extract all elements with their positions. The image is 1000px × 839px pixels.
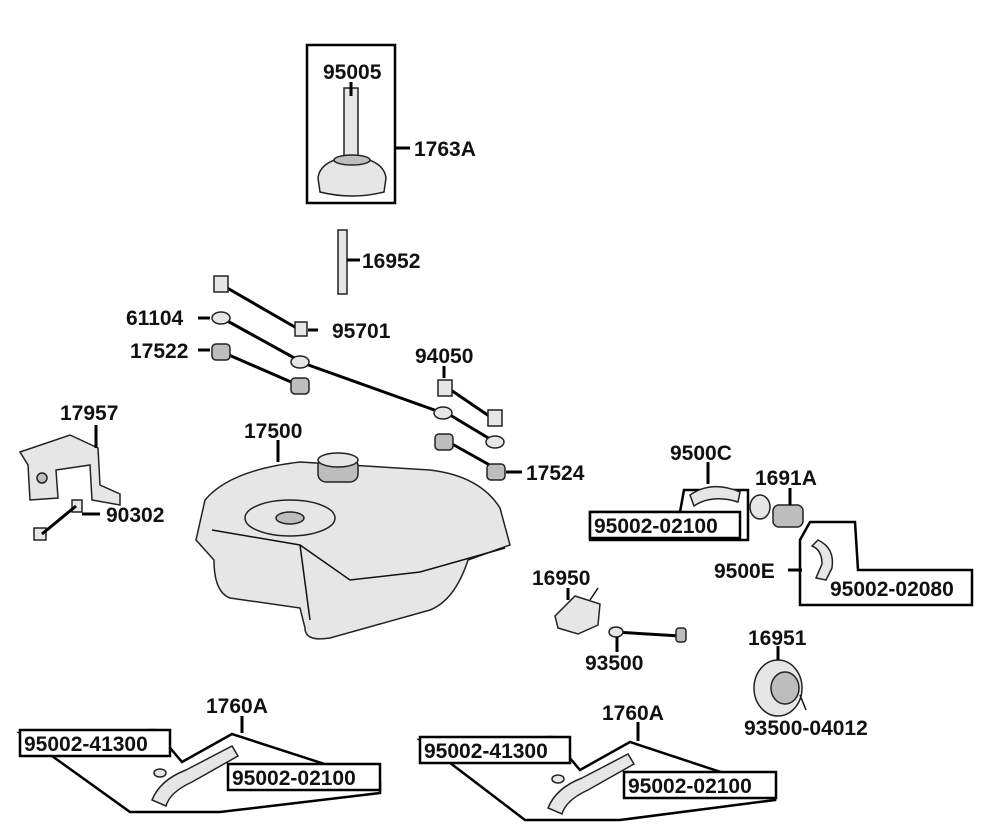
screw-93500	[608, 626, 624, 638]
label-16952: 16952	[362, 250, 420, 273]
hose-9500E	[810, 539, 834, 581]
fuel-cap	[317, 155, 387, 197]
bracket-17957	[18, 434, 121, 506]
label-61104: 61104	[126, 307, 184, 330]
label-17522: 17522	[130, 340, 188, 363]
label-17524: 17524	[526, 462, 585, 485]
label-95002-02100-a: 95002-02100	[594, 515, 718, 538]
screw-head	[675, 627, 687, 643]
label-1760A-left: 1760A	[206, 695, 268, 718]
fuel-cock-16950	[554, 595, 601, 635]
mounting-hardware-group: 61104 17522 95701 94050 17524	[126, 275, 585, 485]
grommet-mid	[290, 377, 310, 395]
bolt-head-left	[213, 275, 229, 293]
label-17500: 17500	[244, 420, 302, 443]
label-9500E: 9500E	[714, 560, 775, 583]
label-95701: 95701	[332, 320, 391, 343]
fuel-sender-group: 16951 93500-04012	[744, 627, 868, 740]
label-95002-41300-right: 95002-41300	[424, 740, 548, 763]
label-93500-04012: 93500-04012	[744, 717, 868, 740]
hose-9500C	[689, 486, 741, 508]
label-95002-02080: 95002-02080	[830, 578, 954, 601]
fuel-tank-group: 17500	[195, 420, 511, 640]
washer-61104	[211, 311, 231, 325]
grommet-17524	[486, 463, 506, 481]
fuel-cap-group: 95005 1763A	[305, 43, 476, 205]
label-9500C: 9500C	[670, 442, 732, 465]
label-95002-02100-left: 95002-02100	[232, 767, 356, 790]
label-94050: 94050	[415, 345, 473, 368]
clamp-1691A	[749, 494, 771, 520]
washer-right-b	[485, 435, 505, 449]
fuel-filter-group: 9500C 1691A 95002-02100 9500E 95002-0208…	[588, 442, 974, 607]
label-box-95002-02100-right	[622, 770, 778, 800]
fuel-gauge-rod	[343, 87, 359, 159]
bolt-90302-a	[33, 527, 47, 541]
fuel-cock-group: 16950 93500	[532, 567, 687, 675]
label-90302: 90302	[106, 504, 164, 527]
grommet-17522	[211, 343, 231, 361]
label-box-95002-41300-left	[18, 728, 172, 758]
stud-bolt	[337, 229, 348, 295]
fuel-cap-box	[305, 43, 397, 205]
grommet-right-a	[434, 433, 454, 451]
label-box-95002-41300-right	[418, 735, 572, 765]
label-box-95002-02100-a	[588, 510, 742, 540]
hose-1760A-left	[151, 745, 240, 808]
bracket-group: 17957 90302	[18, 402, 164, 541]
hose-kit-right-group: 95002-41300 95002-02100 1760A	[416, 702, 778, 822]
hose-box-9500E	[798, 520, 974, 607]
fuel-tank	[195, 461, 511, 640]
label-17957: 17957	[60, 402, 118, 425]
washer-right-a	[433, 406, 453, 420]
nut-94050	[437, 379, 453, 397]
bolt-90302-b	[71, 499, 83, 513]
fuel-filter-1691A	[772, 504, 804, 528]
label-95002-41300-left: 95002-41300	[24, 733, 148, 756]
hose-kit-left-group: 95002-41300 95002-02100 1760A	[16, 695, 382, 814]
stud-group: 16952	[337, 229, 420, 295]
hose-1760A-right	[547, 753, 636, 816]
label-16950: 16950	[532, 567, 590, 590]
bolt-95701	[294, 321, 308, 337]
label-93500: 93500	[585, 652, 643, 675]
label-1760A-right: 1760A	[602, 702, 664, 725]
label-1763A: 1763A	[414, 138, 476, 161]
label-95005: 95005	[323, 61, 382, 84]
label-box-95002-02100-left	[226, 762, 382, 792]
washer-mid	[290, 355, 310, 369]
label-16951: 16951	[748, 627, 807, 650]
nut-right	[487, 409, 503, 427]
label-1691A: 1691A	[755, 467, 817, 490]
label-95002-02100-right: 95002-02100	[628, 775, 752, 798]
